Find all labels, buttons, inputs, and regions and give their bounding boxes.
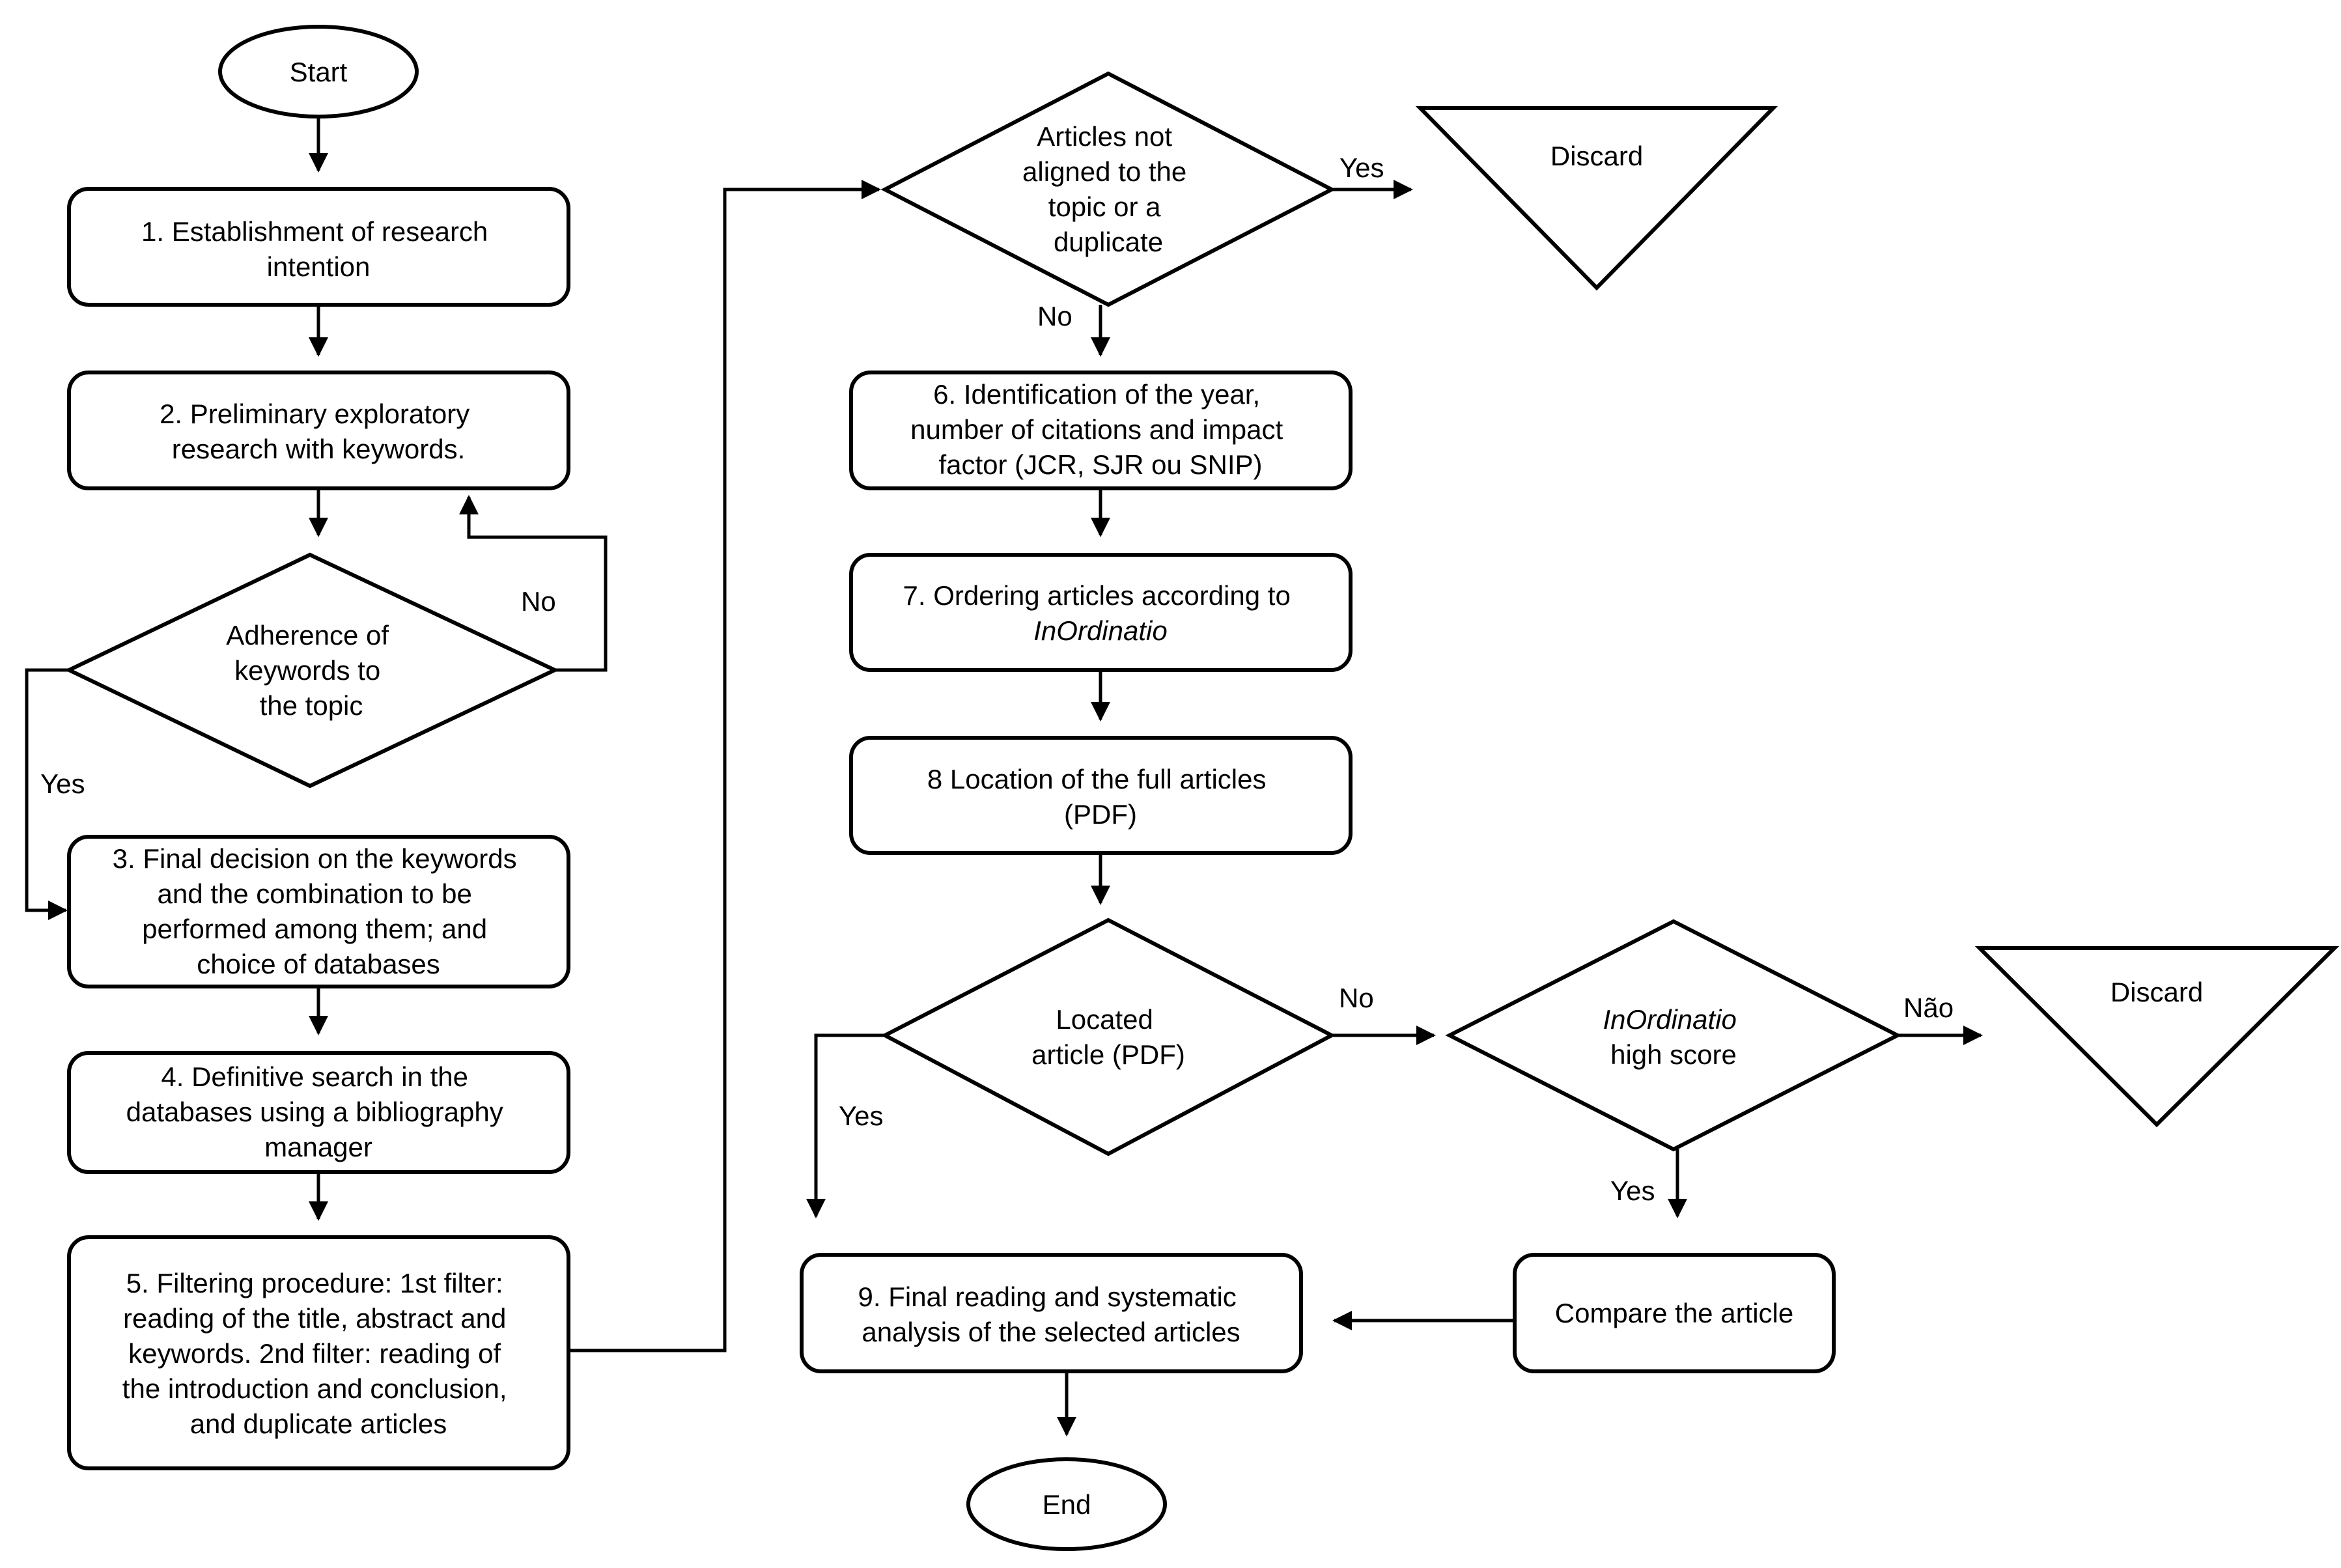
located-label-line: article (PDF) bbox=[1031, 1039, 1185, 1070]
step9-label: 9. Final reading and systematic analysis… bbox=[858, 1281, 1244, 1347]
step4-label-line: manager bbox=[264, 1132, 372, 1162]
highscore-label: InOrdinatio high score bbox=[1603, 1004, 1744, 1070]
step9-label-line: 9. Final reading and systematic bbox=[858, 1281, 1237, 1312]
step5-box bbox=[67, 1235, 570, 1470]
step5-label-line: the introduction and conclusion, bbox=[122, 1373, 507, 1404]
step7-label-line: InOrdinatio bbox=[1033, 615, 1167, 646]
start-label: Start bbox=[290, 57, 348, 87]
adherence-label-line: Adherence of bbox=[226, 620, 389, 651]
discard2-terminator bbox=[1974, 946, 2340, 1128]
highscore-decision bbox=[1445, 919, 1902, 1152]
edge-adherence-yes bbox=[25, 668, 69, 920]
edge-adherence-no bbox=[459, 495, 608, 672]
edge-located-yes bbox=[806, 1033, 885, 1218]
step5-label-line: keywords. 2nd filter: reading of bbox=[128, 1338, 501, 1369]
edge-label-notaligned-yes: Yes bbox=[1339, 152, 1384, 183]
discard1-label: Discard bbox=[1550, 141, 1643, 171]
step6-label: 6. Identification of the year, number of… bbox=[910, 379, 1291, 480]
adherence-label-line: the topic bbox=[260, 690, 363, 721]
edge-label-adherence-yes: Yes bbox=[40, 768, 85, 799]
notaligned-label-line: duplicate bbox=[1054, 227, 1163, 257]
step3-label-line: and the combination to be bbox=[157, 878, 471, 909]
discard1-terminator bbox=[1415, 106, 1778, 291]
step2-label-line: 2. Preliminary exploratory bbox=[160, 399, 470, 429]
step1-label-line: 1. Establishment of research bbox=[141, 216, 488, 247]
highscore-label-line: high score bbox=[1610, 1039, 1737, 1070]
step3-box bbox=[67, 835, 570, 988]
step1-label-line: intention bbox=[267, 251, 371, 282]
step4-label-line: databases using a bibliography bbox=[126, 1097, 503, 1127]
step2-box bbox=[67, 371, 570, 490]
located-decision bbox=[880, 917, 1336, 1156]
step5-label-line: reading of the title, abstract and bbox=[123, 1303, 506, 1334]
located-label: Located article (PDF) bbox=[1031, 1004, 1185, 1070]
adherence-label: Adherence of keywords to the topic bbox=[226, 620, 397, 721]
compare-box bbox=[1513, 1253, 1836, 1373]
discard2-label-line: Discard bbox=[2110, 977, 2203, 1007]
notaligned-label-line: aligned to the bbox=[1022, 156, 1186, 187]
step6-label-line: 6. Identification of the year, bbox=[933, 379, 1260, 410]
start-label-line: Start bbox=[290, 57, 348, 87]
step7-box bbox=[849, 553, 1353, 672]
edge-label-located-no: No bbox=[1339, 983, 1374, 1013]
step3-label: 3. Final decision on the keywords and th… bbox=[113, 843, 525, 979]
step7-label-line: 7. Ordering articles according to bbox=[903, 580, 1291, 611]
step1-label: 1. Establishment of research intention bbox=[141, 216, 496, 282]
edge-label-adherence-no: No bbox=[521, 586, 556, 617]
notaligned-label-line: Articles not bbox=[1037, 121, 1172, 152]
step8-label-line: 8 Location of the full articles bbox=[927, 764, 1267, 794]
step9-label-line: analysis of the selected articles bbox=[862, 1317, 1240, 1347]
notaligned-decision bbox=[880, 71, 1336, 307]
edge-step5-notaligned bbox=[568, 180, 881, 1352]
step3-label-line: choice of databases bbox=[197, 949, 440, 979]
step6-box bbox=[849, 371, 1353, 490]
step6-label-line: number of citations and impact bbox=[910, 414, 1283, 445]
step4-label: 4. Definitive search in the databases us… bbox=[126, 1061, 511, 1162]
step7-label: 7. Ordering articles according to InOrdi… bbox=[903, 580, 1298, 646]
step3-label-line: 3. Final decision on the keywords bbox=[113, 843, 517, 874]
edge-label-notaligned-no: No bbox=[1037, 301, 1072, 331]
step8-label: 8 Location of the full articles (PDF) bbox=[927, 764, 1274, 830]
end-label: End bbox=[1043, 1489, 1091, 1520]
step5-label: 5. Filtering procedure: 1st filter: read… bbox=[122, 1268, 514, 1439]
step5-label-line: 5. Filtering procedure: 1st filter: bbox=[126, 1268, 503, 1298]
edge-label-highscore-yes: Yes bbox=[1610, 1175, 1655, 1206]
discard2-label: Discard bbox=[2110, 977, 2203, 1007]
highscore-label-line: InOrdinatio bbox=[1603, 1004, 1736, 1035]
step2-label: 2. Preliminary exploratory research with… bbox=[160, 399, 477, 464]
compare-label: Compare the article bbox=[1555, 1298, 1794, 1328]
discard1-label-line: Discard bbox=[1550, 141, 1643, 171]
adherence-decision bbox=[64, 552, 560, 789]
located-label-line: Located bbox=[1056, 1004, 1153, 1035]
notaligned-label-line: topic or a bbox=[1048, 191, 1161, 222]
edge-label-located-yes: Yes bbox=[839, 1100, 884, 1131]
step8-label-line: (PDF) bbox=[1064, 799, 1137, 830]
end-label-line: End bbox=[1043, 1489, 1091, 1520]
step1-box bbox=[67, 187, 570, 307]
step4-label-line: 4. Definitive search in the bbox=[161, 1061, 468, 1092]
compare-label-line: Compare the article bbox=[1555, 1298, 1794, 1328]
step5-label-line: and duplicate articles bbox=[190, 1408, 447, 1439]
step4-box bbox=[67, 1051, 570, 1174]
end-terminal bbox=[966, 1457, 1167, 1551]
step3-label-line: performed among them; and bbox=[142, 914, 487, 944]
step6-label-line: factor (JCR, SJR ou SNIP) bbox=[938, 449, 1262, 480]
edge-label-highscore-nao: Não bbox=[1903, 992, 1954, 1023]
start-terminal bbox=[218, 25, 419, 119]
notaligned-label: Articles not aligned to the topic or a d… bbox=[1022, 121, 1194, 257]
step8-box bbox=[849, 736, 1353, 855]
step9-box bbox=[800, 1253, 1303, 1373]
step2-label-line: research with keywords. bbox=[172, 434, 466, 464]
adherence-label-line: keywords to bbox=[234, 655, 380, 686]
